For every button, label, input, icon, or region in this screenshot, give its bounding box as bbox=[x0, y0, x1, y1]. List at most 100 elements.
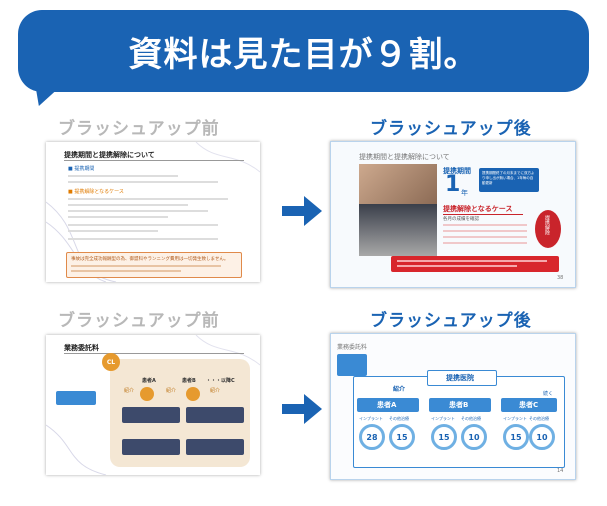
text-line bbox=[68, 216, 168, 218]
fee-box bbox=[186, 407, 244, 423]
label-after-2: ブラッシュアップ後 bbox=[370, 311, 532, 331]
text-line bbox=[68, 210, 208, 212]
hospital-label: 提携医院 bbox=[446, 374, 474, 382]
businessman-photo bbox=[359, 204, 437, 256]
fee-circle: 15 bbox=[389, 424, 415, 450]
fee-value: 10 bbox=[536, 432, 548, 442]
text-line bbox=[68, 204, 188, 206]
slide-header: 提携期間と提携解除について bbox=[359, 153, 450, 161]
section-heading: ■ 提携期間 bbox=[68, 166, 95, 172]
other-label: その他治療 bbox=[461, 416, 481, 421]
text-line bbox=[397, 260, 547, 262]
patient-c-label: 患者C bbox=[519, 401, 539, 409]
slide-header: 業務委託料 bbox=[337, 344, 368, 351]
handshake-photo bbox=[359, 164, 437, 204]
text-line bbox=[71, 265, 221, 267]
intro-label: 紹介 bbox=[210, 388, 221, 394]
continue-label: 続く bbox=[543, 391, 554, 397]
intro-label: 紹介 bbox=[124, 388, 135, 394]
patient-c-box: 患者C bbox=[501, 398, 557, 412]
period-unit: 年 bbox=[461, 189, 468, 197]
divider bbox=[64, 353, 244, 354]
intro-label: 紹介 bbox=[166, 388, 177, 394]
patient-a-label: 患者A bbox=[377, 401, 397, 409]
text-line bbox=[68, 198, 228, 200]
divider bbox=[64, 160, 244, 161]
flow-frame bbox=[353, 376, 565, 468]
text-line bbox=[68, 181, 218, 183]
headline-text: 資料は見た目が９割。 bbox=[128, 34, 479, 75]
patient-b-label: 患者B bbox=[182, 378, 196, 384]
fee-box bbox=[122, 439, 180, 455]
label-after-1: ブラッシュアップ後 bbox=[370, 119, 532, 139]
text-line bbox=[443, 242, 527, 244]
buttons-strip bbox=[56, 391, 96, 405]
implant-label: インプラント bbox=[431, 416, 455, 421]
patient-a-label: 患者A bbox=[142, 378, 156, 384]
implant-label: インプラント bbox=[359, 416, 383, 421]
fee-box bbox=[186, 439, 244, 455]
period-value: 1 bbox=[445, 172, 461, 197]
patient-b-label: 患者B bbox=[449, 401, 469, 409]
badge-text: 提携解除 bbox=[544, 215, 550, 235]
page-number: 38 bbox=[557, 275, 564, 281]
period-callout: 提携期間終了の月末までに双方より申し出が無い場合、1年毎の自動更新 bbox=[479, 168, 539, 192]
text-line bbox=[443, 236, 527, 238]
slide-after-1: 提携期間と提携解除について 提携期間 1 年 提携期間終了の月末までに双方より申… bbox=[330, 141, 576, 288]
slide-after-2: 業務委託料 提携医院 紹介 患者A 患者B 患者C インプラント その他治療 2… bbox=[330, 333, 576, 480]
divider bbox=[443, 214, 523, 215]
hospital-box: 提携医院 bbox=[427, 370, 497, 386]
intro-label: 紹介 bbox=[393, 386, 406, 393]
text-line bbox=[397, 265, 517, 267]
fee-value: 15 bbox=[396, 432, 408, 442]
implant-label: インプラント bbox=[503, 416, 527, 421]
text-line bbox=[71, 270, 181, 272]
other-label: その他治療 bbox=[529, 416, 549, 421]
patient-b-box: 患者B bbox=[429, 398, 491, 412]
buttons-strip bbox=[337, 354, 367, 376]
patient-c-label: ・・・以降C bbox=[206, 378, 235, 384]
fee-circle: 15 bbox=[503, 424, 529, 450]
person-a-icon bbox=[140, 387, 154, 401]
cl-badge: CL bbox=[102, 353, 120, 371]
right-arrow-icon bbox=[282, 196, 322, 226]
section-heading: ■ 提携解除となるケース bbox=[68, 189, 124, 195]
slide-before-2: 業務委託料 CL 患者A 患者B ・・・以降C 紹介 紹介 紹介 bbox=[46, 335, 260, 475]
period-label: 提携期間 bbox=[443, 167, 471, 175]
fee-value: 15 bbox=[510, 432, 522, 442]
cancel-badge: 提携解除 bbox=[535, 210, 561, 248]
fee-value: 15 bbox=[438, 432, 450, 442]
text-line bbox=[68, 224, 218, 226]
person-b-icon bbox=[186, 387, 200, 401]
fee-circle: 28 bbox=[359, 424, 385, 450]
fee-box bbox=[122, 407, 180, 423]
text-line bbox=[443, 230, 527, 232]
slide-title: 提携期間と提携解除について bbox=[64, 151, 155, 159]
patient-a-box: 患者A bbox=[357, 398, 419, 412]
decorative-swirl bbox=[46, 335, 260, 475]
label-before-2: ブラッシュアップ前 bbox=[58, 311, 220, 331]
note-box: 事故は完全成功報酬型の為、御盟科やランニング費用は一切発生致しません。 bbox=[66, 252, 242, 278]
cancel-subtitle: 各月の成績を確認 bbox=[443, 217, 479, 222]
page-number: 14 bbox=[557, 468, 564, 474]
headline-banner: 資料は見た目が９割。 bbox=[18, 10, 589, 92]
cl-text: CL bbox=[106, 358, 116, 366]
slide-title: 業務委託料 bbox=[64, 344, 99, 352]
right-arrow-icon bbox=[282, 394, 322, 424]
text-line bbox=[68, 175, 178, 177]
note-text: 事故は完全成功報酬型の為、御盟科やランニング費用は一切発生致しません。 bbox=[71, 257, 229, 262]
fee-value: 28 bbox=[366, 432, 378, 442]
text-line bbox=[68, 230, 158, 232]
fee-circle: 15 bbox=[431, 424, 457, 450]
text-line bbox=[68, 238, 218, 240]
callout-text: 提携期間終了の月末までに双方より申し出が無い場合、1年毎の自動更新 bbox=[482, 171, 535, 185]
fee-circle: 10 bbox=[529, 424, 555, 450]
fee-value: 10 bbox=[468, 432, 480, 442]
slide-before-1: 提携期間と提携解除について ■ 提携期間 ■ 提携解除となるケース 事故は完全成… bbox=[46, 142, 260, 282]
fee-circle: 10 bbox=[461, 424, 487, 450]
other-label: その他治療 bbox=[389, 416, 409, 421]
text-line bbox=[443, 224, 527, 226]
cancel-title: 提携解除となるケース bbox=[443, 205, 513, 213]
label-before-1: ブラッシュアップ前 bbox=[58, 119, 220, 139]
bottom-notice bbox=[391, 256, 559, 272]
